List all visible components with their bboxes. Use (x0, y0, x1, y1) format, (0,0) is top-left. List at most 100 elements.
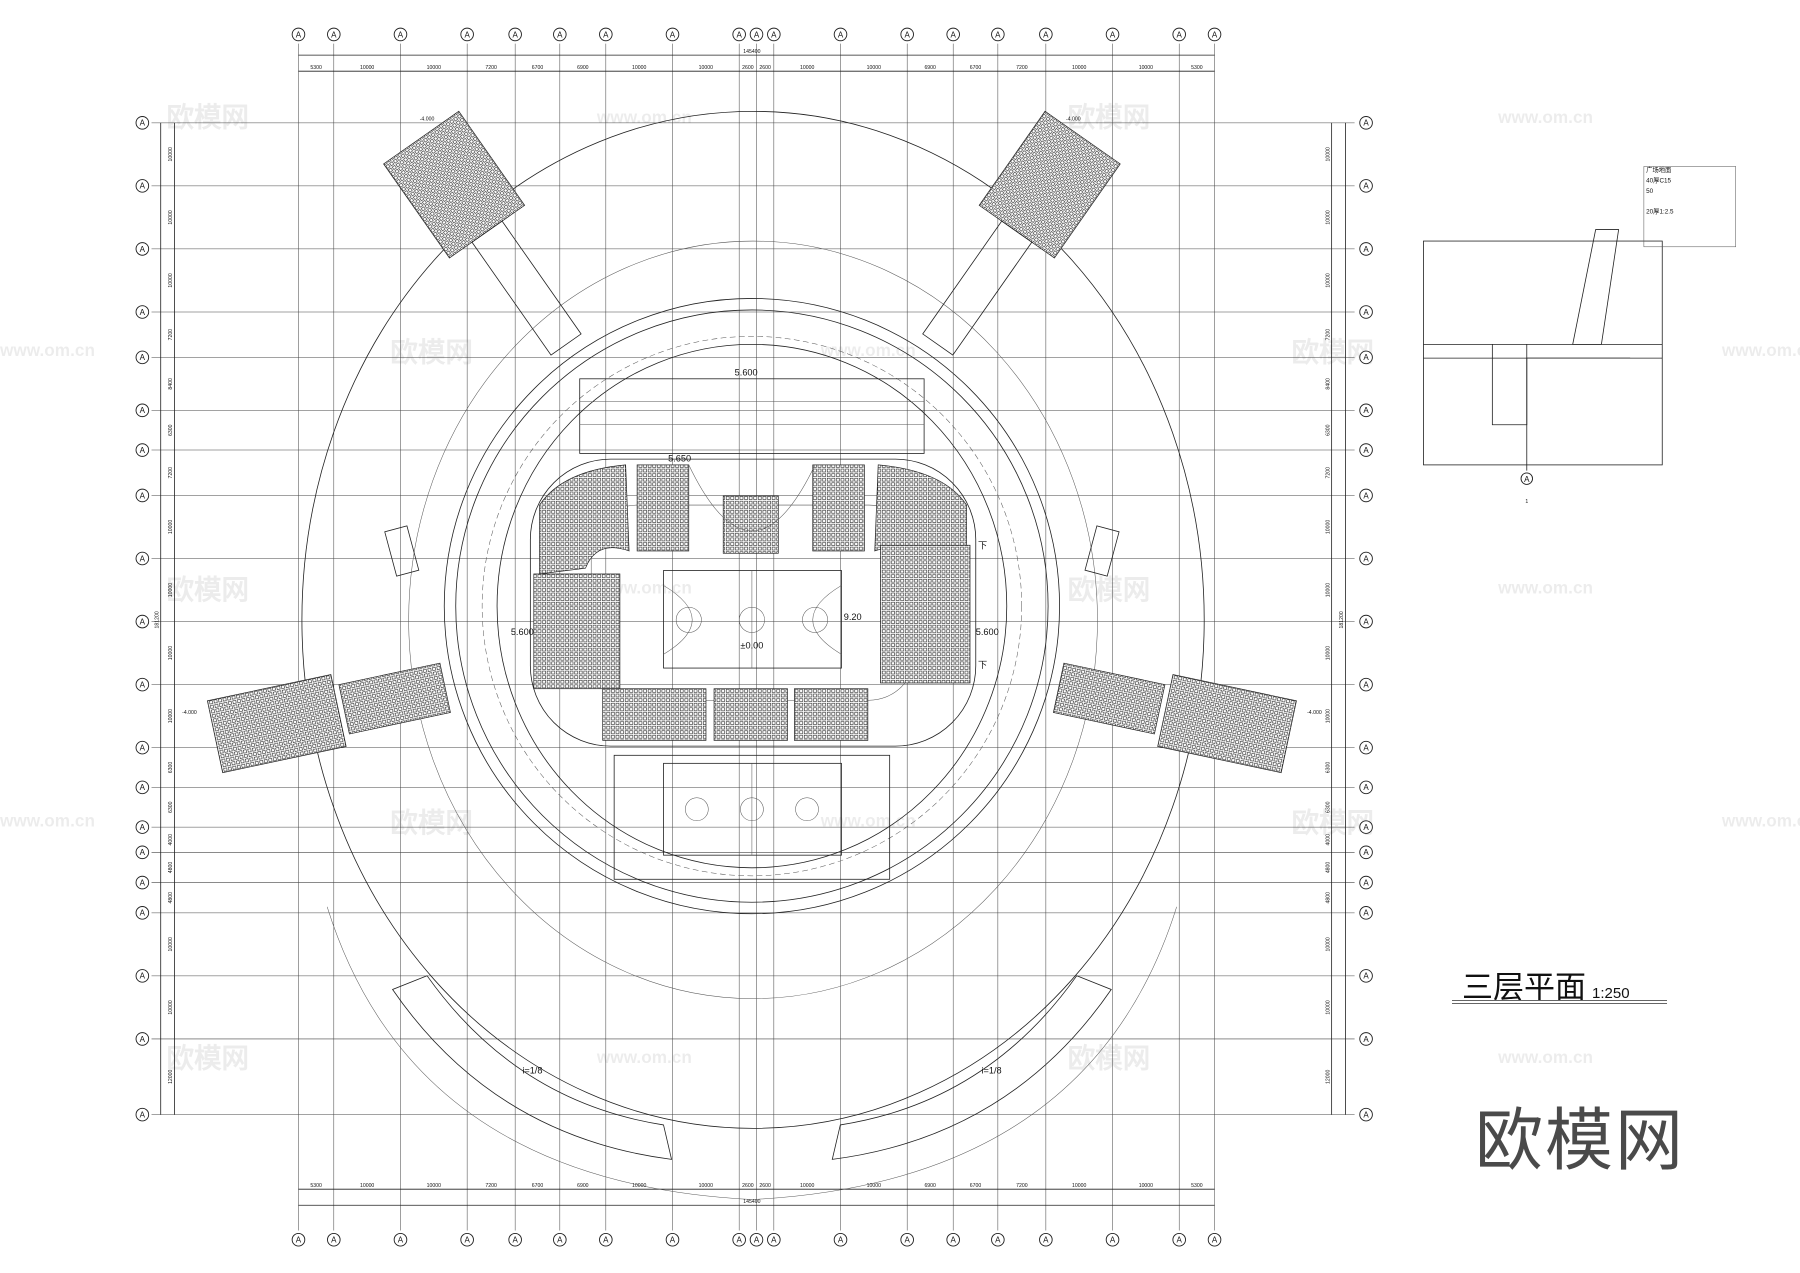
ramp-southwest (391, 975, 673, 1160)
dimension-label: 12000 (168, 1069, 174, 1083)
ramp-southeast (831, 975, 1112, 1160)
dimension-label: 10000 (360, 1183, 374, 1189)
dimension-total-label: 145400 (743, 49, 760, 55)
axis-bubble (749, 1232, 764, 1247)
stair-down-2: 下 (978, 660, 987, 670)
dimension-label: 2600 (742, 1183, 754, 1189)
watermark-url: www.om.cn (596, 107, 692, 127)
dimension-label: 10000 (800, 1183, 814, 1189)
axis-bubble (1359, 179, 1373, 193)
axis-bubble (393, 1232, 408, 1247)
dimension-label: 6700 (970, 1183, 982, 1189)
seats-west (533, 573, 621, 690)
axis-bubble (732, 1232, 746, 1247)
axis-bubble-label: A (995, 30, 1001, 39)
level-stand-top: 5.650 (668, 453, 691, 463)
dimension-label: 4800 (168, 862, 174, 874)
axis-bubble-label: A (1363, 1035, 1369, 1044)
axis-bubble (1039, 27, 1053, 42)
dimension-label: 10000 (360, 65, 374, 71)
axis-bubble (135, 906, 150, 920)
dimension-label: 10000 (1325, 147, 1331, 161)
axis-bubble (665, 27, 680, 42)
dimension-label: 10000 (1139, 65, 1153, 71)
axis-bubble (833, 1232, 848, 1247)
axis-bubble-label: A (754, 1236, 760, 1245)
seats-north-right (812, 464, 865, 552)
dimension-label: 6900 (577, 65, 589, 71)
axis-bubble (135, 1107, 150, 1122)
axis-bubble-label: A (557, 30, 563, 39)
axis-bubble-label: A (140, 491, 146, 500)
watermark: 欧模网 (166, 1043, 249, 1075)
training-basketball-court (663, 762, 842, 856)
detail-axis-label: A (1524, 475, 1530, 484)
dimension-label: 10000 (1325, 646, 1331, 660)
axis-bubble (135, 443, 150, 457)
axis-bubble (393, 27, 408, 42)
title-underline (1452, 1000, 1667, 1004)
axis-bubble-label: A (1363, 1110, 1369, 1119)
axis-bubble-label: A (398, 1236, 404, 1245)
axis-bubble-label: A (1363, 446, 1369, 455)
axis-bubble (833, 27, 848, 42)
level-roof: 9.20 (844, 612, 862, 622)
dimension-label: 8400 (168, 378, 174, 390)
axis-bubble (991, 27, 1005, 42)
detail-note-4: 20厚1:2.5 (1646, 208, 1674, 216)
dimension-label: 10000 (168, 520, 174, 534)
arena-outer-wall (443, 298, 1060, 915)
dimension-label: 6700 (532, 1183, 544, 1189)
axis-bubble-label: A (1363, 491, 1369, 500)
axis-bubble-label: A (140, 119, 146, 128)
axis-bubble (1172, 27, 1186, 42)
axis-bubble-label: A (140, 680, 146, 689)
axis-bubble (135, 845, 150, 860)
watermark: 欧模网 (390, 337, 473, 369)
watermark-url: www.om.cn (0, 340, 95, 360)
axis-bubble (135, 116, 150, 130)
dimension-label: 10000 (168, 646, 174, 660)
dimension-label: 6300 (1325, 424, 1331, 436)
axis-bubble (135, 780, 150, 795)
axis-bubble-label: A (557, 1236, 563, 1245)
dimension-label: 10000 (427, 65, 441, 71)
seats-east (880, 544, 971, 684)
dimension-label: 6900 (577, 1183, 589, 1189)
axis-bubble (1172, 1232, 1186, 1247)
stand-east (1052, 662, 1297, 774)
level-right-stand: -4.000 (1307, 710, 1322, 716)
axis-bubble-label: A (331, 30, 337, 39)
level-side-right: 5.600 (976, 627, 999, 637)
dimension-label: 10000 (168, 147, 174, 161)
axis-bubble-label: A (140, 1035, 146, 1044)
axis-bubble (900, 1232, 914, 1247)
dimension-total-label: 181200 (1339, 611, 1345, 628)
axis-bubble (135, 403, 150, 418)
axis-bubble (1359, 780, 1373, 795)
dimension-label: 4800 (1325, 862, 1331, 874)
dimension-total-label: 181200 (154, 611, 160, 628)
axis-bubble-label: A (1363, 245, 1369, 254)
watermark-url: www.om.cn (820, 340, 916, 360)
axis-bubble-label: A (995, 1236, 1001, 1245)
axis-bubble (1359, 820, 1373, 834)
axis-bubble (135, 488, 150, 503)
axis-bubble-label: A (140, 406, 146, 415)
axis-bubble-label: A (1363, 182, 1369, 191)
axis-bubble (135, 740, 150, 755)
dimension-label: 4800 (1325, 892, 1331, 904)
axis-bubble (767, 27, 781, 42)
dimension-label: 10000 (867, 65, 881, 71)
dimension-label: 6900 (924, 65, 936, 71)
axis-bubble-label: A (140, 823, 146, 832)
dimension-label: 5300 (1191, 1183, 1203, 1189)
axis-bubble (508, 1232, 522, 1247)
dimension-label: 10000 (699, 1183, 713, 1189)
dimension-label: 10000 (168, 583, 174, 597)
stair-down-1: 下 (978, 541, 987, 551)
dimension-label: 10000 (168, 210, 174, 224)
watermark-url: www.om.cn (596, 1047, 692, 1067)
axis-bubble-label: A (140, 182, 146, 191)
